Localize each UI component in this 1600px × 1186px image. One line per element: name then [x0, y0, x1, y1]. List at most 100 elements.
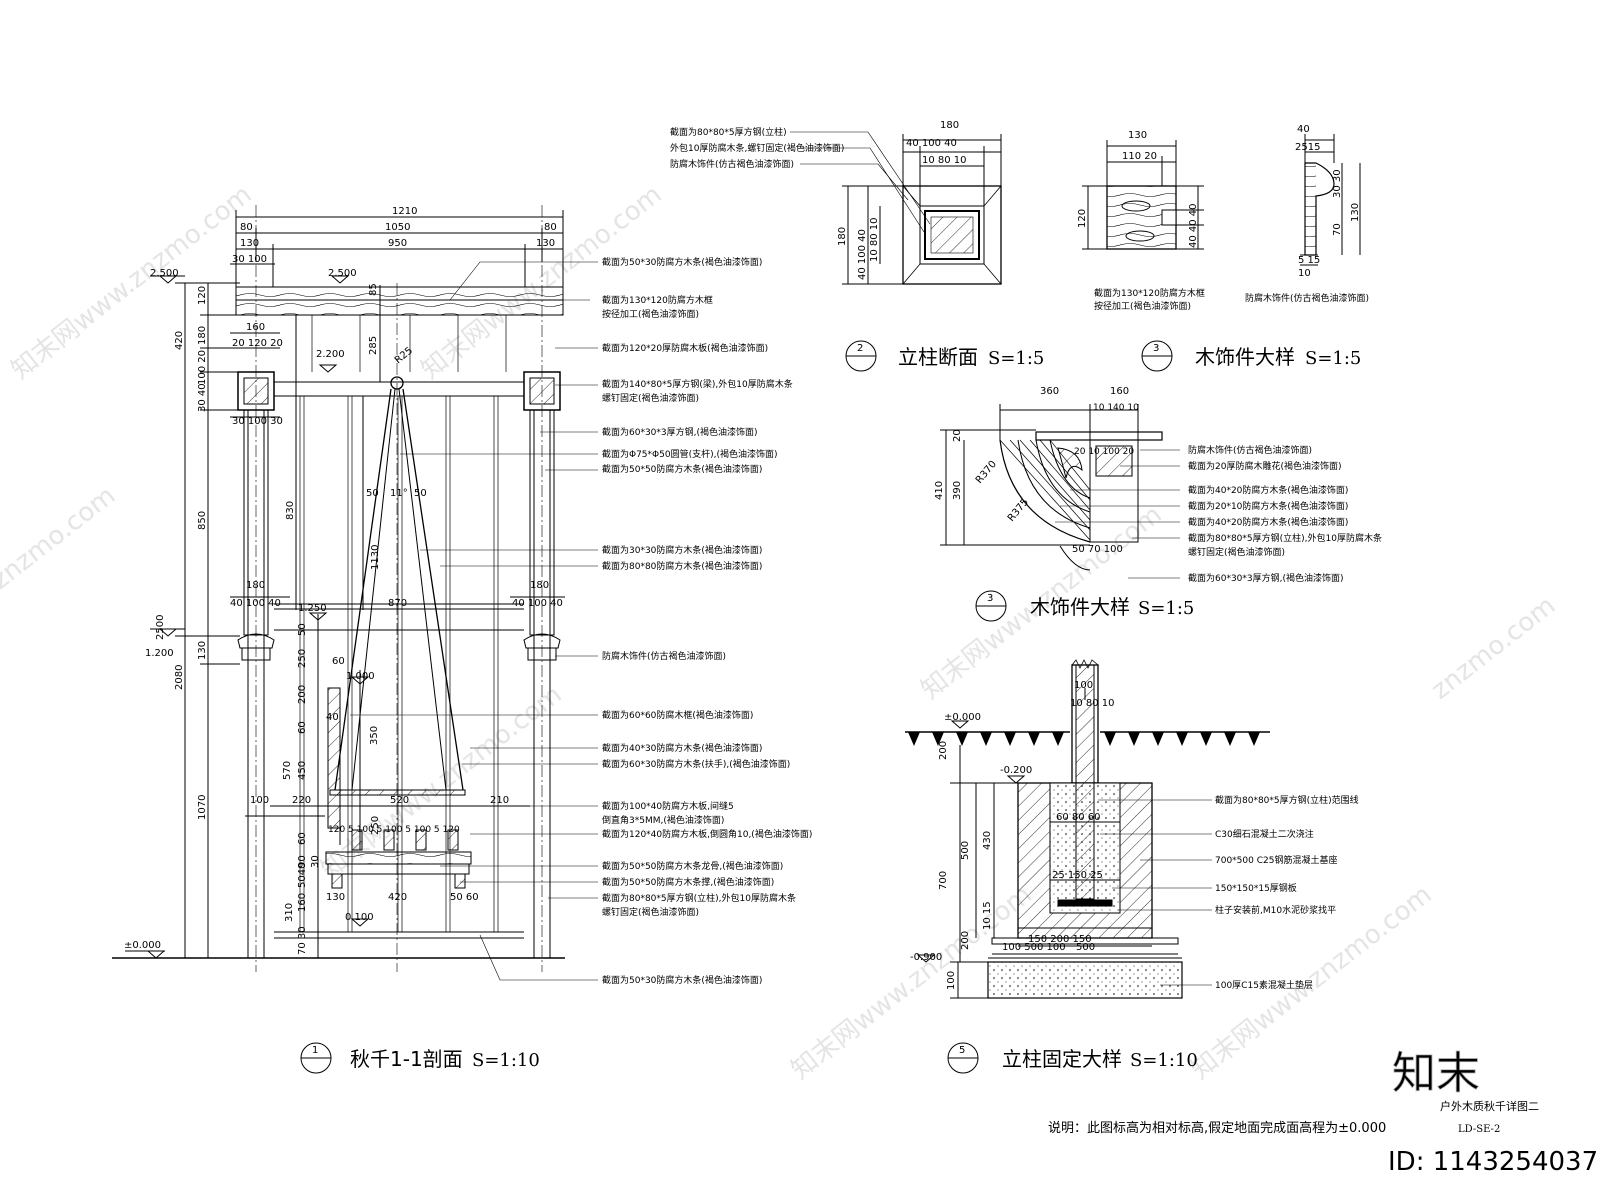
note: 截面为50*50防腐方木条(褐色油漆饰面): [602, 463, 762, 475]
note: 外包10厚防腐木条,螺钉固定(褐色油漆饰面): [670, 142, 844, 154]
dim: 2515: [1295, 142, 1320, 153]
dim: 30 30: [1332, 169, 1343, 198]
note: 截面为60*30*3厚方钢,(褐色油漆饰面): [602, 426, 758, 438]
note: 防腐木饰件(仿古褐色油漆饰面): [602, 650, 726, 662]
dim: 120: [197, 286, 208, 305]
dim: 160: [1110, 386, 1129, 397]
elevation: ±0.000: [944, 712, 981, 723]
view-scale: S=1:5: [988, 348, 1044, 369]
dim: 50 70 100: [1072, 544, 1123, 555]
dim: 100: [946, 971, 957, 990]
dim: 390: [952, 481, 963, 500]
dim: 850: [197, 511, 208, 530]
dim: 85: [368, 283, 379, 296]
dim: 250: [297, 649, 308, 668]
dim: 200: [297, 685, 308, 704]
dim: 60: [297, 832, 308, 845]
note: 截面为60*30*3厚方钢,(褐色油漆饰面): [1188, 572, 1344, 584]
note: 防腐木饰件(仿古褐色油漆饰面): [670, 158, 794, 170]
elevation: 2.200: [316, 349, 345, 360]
dim: 30 40: [197, 383, 208, 412]
dim: 70: [1332, 223, 1343, 236]
note: 截面为60*60防腐木框(褐色油漆饰面): [602, 709, 753, 721]
dim: 1050: [385, 222, 410, 233]
dim: 1210: [392, 206, 417, 217]
dim: 20 10 100 20: [1074, 447, 1134, 457]
dim: 500: [960, 841, 971, 860]
note: 截面为50*30防腐方木条(褐色油漆饰面): [602, 256, 762, 268]
dim: 80: [240, 222, 253, 233]
dim: 40: [326, 712, 339, 723]
dim: 2080: [174, 665, 185, 690]
view-scale: S=1:5: [1138, 598, 1194, 619]
dim: 60: [332, 656, 345, 667]
dim: R25: [393, 345, 415, 366]
dim: 10 80 10: [869, 217, 880, 262]
dim: 25 150 25: [1052, 870, 1103, 881]
footing-notes: 截面为80*80*5厚方钢(立柱)范围线 C30细石混凝土二次浇注 700*50…: [1215, 794, 1359, 991]
dim: 500: [1076, 942, 1095, 953]
note: 螺钉固定(褐色油漆饰面): [602, 392, 699, 404]
dim: 5040: [297, 863, 308, 888]
dim: 70 30: [297, 926, 308, 955]
note: 按径加工(褐色油漆饰面): [602, 308, 699, 320]
view-title: 秋千1-1剖面: [350, 1047, 463, 1071]
dim: 200: [960, 931, 971, 950]
brand-id: ID: 1143254037: [1388, 1147, 1598, 1177]
dim: 2500: [155, 615, 166, 640]
note: 截面为80*80*5厚方钢(立柱),外包10厚防腐木条: [602, 892, 796, 904]
wood-detail-c-notes: 防腐木饰件(仿古褐色油漆饰面) 截面为20厚防腐木雕花(褐色油漆饰面) 截面为4…: [1188, 444, 1382, 584]
title-view-3b: 3 木饰件大样 S=1:5: [975, 590, 1194, 622]
section-1-1-dimensions: 1210 80 1050 80 130 950 130 30 100 160 2…: [124, 206, 563, 955]
view-number: 5: [959, 1045, 965, 1056]
dim: 100: [1074, 680, 1093, 691]
post-section-text: 180 40 100 40 10 80 10 180 40 100 40 10 …: [837, 120, 967, 280]
dim: 120: [1077, 209, 1088, 228]
drawing-number: LD-SE-2: [1458, 1124, 1500, 1135]
view-title: 立柱断面: [898, 345, 978, 369]
title-view-2: 2 立柱断面 S=1:5: [845, 340, 1044, 372]
dim: 40 100 40: [512, 598, 563, 609]
dim: 110 20: [1122, 151, 1157, 162]
view-number: 3: [987, 593, 993, 604]
dim: 10 140 10: [1093, 403, 1139, 413]
dim: 410: [934, 481, 945, 500]
dim: 5 15: [1298, 255, 1320, 266]
dim: 420: [174, 331, 185, 350]
dim: R375: [1006, 497, 1031, 524]
note: 截面为30*30防腐方木条(褐色油漆饰面): [602, 544, 762, 556]
dim: 40 100 40: [857, 229, 868, 280]
note: 截面为140*80*5厚方钢(梁),外包10厚防腐木条: [602, 378, 793, 390]
dim: 220: [292, 795, 311, 806]
dim: 130: [197, 641, 208, 660]
dim: 20: [952, 429, 963, 442]
title-view-5: 5 立柱固定大样 S=1:10: [947, 1042, 1198, 1074]
note: 截面为130*120防腐方木框: [602, 294, 713, 306]
dim: 100 20: [197, 350, 208, 385]
dim: 50: [297, 623, 308, 636]
dim: 10 15: [982, 901, 993, 930]
general-note: 说明：此图标高为相对标高,假定地面完成面高程为±0.000: [1048, 1120, 1386, 1136]
dim: 210: [490, 795, 509, 806]
note: C30细石混凝土二次浇注: [1215, 828, 1314, 840]
dim: 180: [246, 580, 265, 591]
wood-detail-a-text: 130 110 20 120 40 40 40 40 2515 30 30 70…: [1077, 124, 1361, 279]
footing-text: 100 10 80 10 ±0.000 -0.200 -0.900 200 70…: [910, 680, 1115, 990]
note: 截面为20*10防腐方木条(褐色油漆饰面): [1188, 500, 1348, 512]
dim: 350: [369, 726, 380, 745]
view-number: 2: [857, 343, 863, 354]
dim: 130: [1128, 130, 1147, 141]
elevation: 0.100: [345, 912, 374, 923]
brand-watermark: 知末 ID: 1143254037: [1388, 1048, 1598, 1177]
dim: 80: [544, 222, 557, 233]
dim: 1130: [370, 545, 381, 570]
post-section-view: [790, 131, 1002, 285]
note: 截面为50*50防腐方木条龙骨,(褐色油漆饰面): [602, 860, 783, 872]
wood-detail-c-view: [940, 404, 1180, 579]
view-number: 1: [312, 1045, 318, 1056]
note: 150*150*15厚钢板: [1215, 882, 1297, 894]
elevation: 2.500: [150, 268, 179, 279]
dim: 430: [982, 831, 993, 850]
section-1-1-view: [112, 205, 598, 981]
elevation: 1.000: [346, 671, 375, 682]
